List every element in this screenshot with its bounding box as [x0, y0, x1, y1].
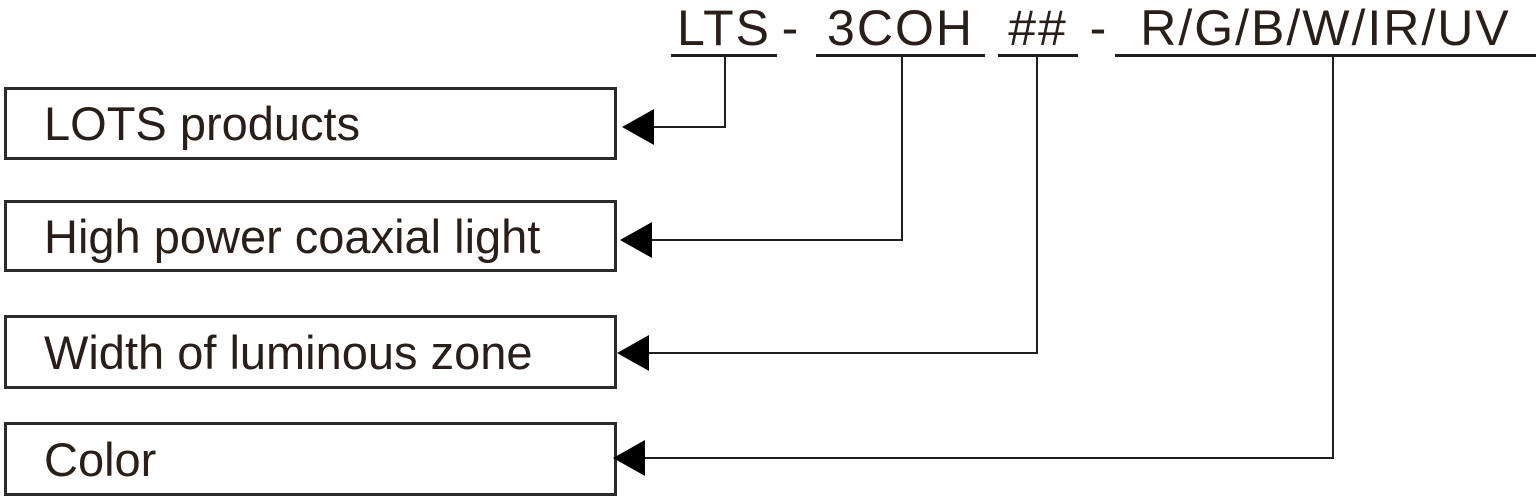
connector-horizontal-series — [653, 126, 726, 128]
connector-horizontal-width — [648, 352, 1038, 354]
connector-vertical-type — [901, 57, 903, 241]
code-segment-width: ## — [998, 0, 1078, 57]
label-text-series: LOTS products — [44, 97, 361, 150]
arrow-left-icon — [613, 440, 645, 476]
label-text-width: Width of luminous zone — [44, 325, 533, 379]
label-box-width: Width of luminous zone — [4, 315, 617, 389]
code-segment-type: 3COH — [816, 0, 985, 57]
code-segment-color: R/G/B/W/IR/UV — [1115, 0, 1536, 57]
code-segment-series: LTS — [671, 0, 777, 57]
label-text-color: Color — [44, 432, 157, 486]
arrow-left-icon — [620, 222, 652, 258]
label-text-type: High power coaxial light — [44, 209, 541, 263]
label-box-color: Color — [4, 422, 617, 496]
connector-horizontal-type — [651, 239, 903, 241]
label-box-type: High power coaxial light — [4, 200, 617, 272]
arrow-left-icon — [622, 109, 654, 145]
label-box-series: LOTS products — [4, 87, 617, 160]
code-separator: - — [781, 0, 799, 56]
connector-vertical-width — [1036, 57, 1038, 354]
connector-vertical-series — [724, 57, 726, 128]
code-separator: - — [1089, 0, 1107, 56]
arrow-left-icon — [617, 335, 649, 371]
connector-vertical-color — [1332, 57, 1334, 459]
connector-horizontal-color — [644, 457, 1334, 459]
